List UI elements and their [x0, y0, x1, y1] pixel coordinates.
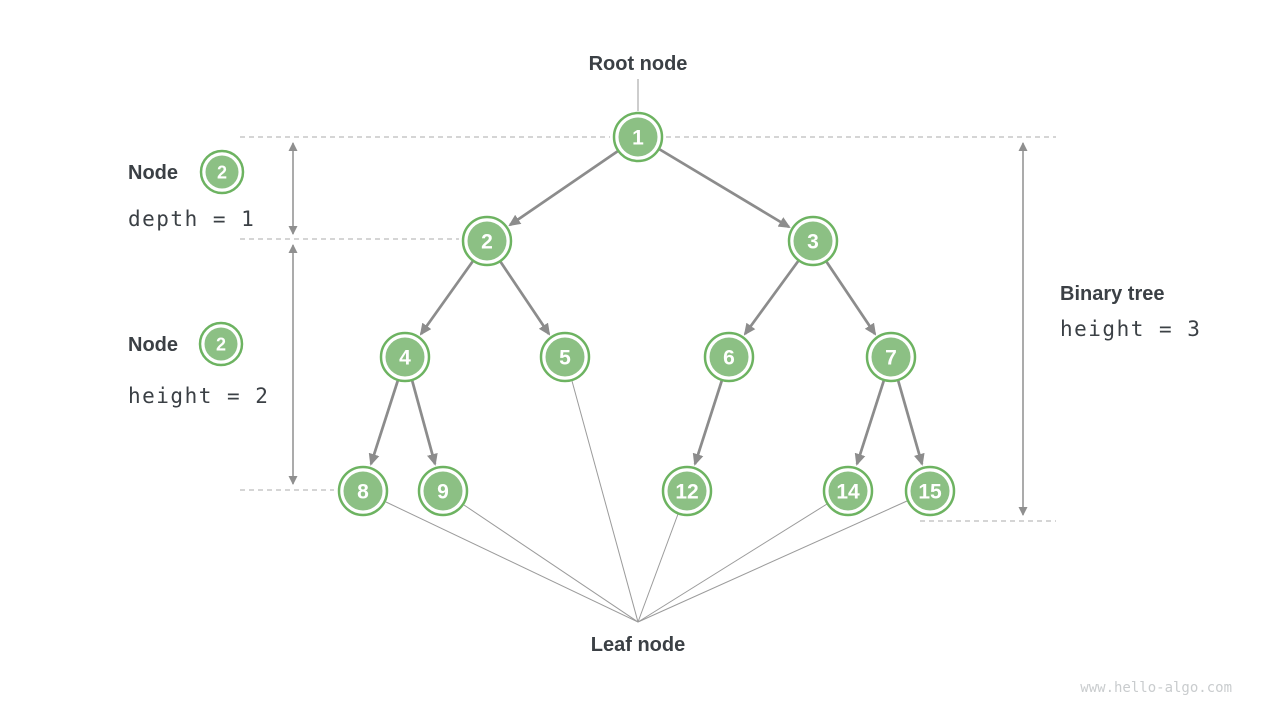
node-badge-circle-fill: [205, 155, 239, 189]
root-node-label: Root node: [589, 53, 688, 75]
edge-1-2: [508, 149, 619, 227]
node-value: 15: [918, 481, 942, 504]
edge-1-3: [658, 147, 791, 229]
leaf-pointer-line-8: [385, 501, 639, 623]
node-value: 7: [885, 347, 897, 370]
node-circle-fill: [545, 337, 585, 377]
leaf-pointer-line-9: [463, 504, 639, 623]
depth-metric: depth = 1: [128, 207, 255, 231]
edge-3-7: [824, 260, 877, 336]
annotation-tree-height: Binary tree height = 3: [1060, 283, 1201, 341]
edge-3-6: [743, 259, 801, 336]
node-circle-fill: [910, 471, 950, 511]
node-circle-fill: [709, 337, 749, 377]
node-value: 4: [399, 347, 411, 370]
node-value: 2: [481, 231, 493, 254]
edge-2-4: [419, 260, 475, 336]
tree-node-14: 14: [822, 465, 874, 517]
tree-node-1: 1: [612, 111, 664, 163]
edge-4-9: [410, 379, 438, 466]
tree-node-7: 7: [865, 331, 917, 383]
leaf-pointer-line-14: [637, 503, 828, 623]
node-circle-fill: [423, 471, 463, 511]
edge-7-14: [854, 379, 886, 466]
node-value: 3: [807, 231, 819, 254]
watermark-text: www.hello-algo.com: [1080, 680, 1232, 696]
node-value: 8: [357, 481, 369, 504]
tree-node-5: 5: [539, 331, 591, 383]
node-circle-fill: [467, 221, 507, 261]
node-circle-fill: [793, 221, 833, 261]
tree-node-12: 12: [661, 465, 713, 517]
tree-node-2: 2: [461, 215, 513, 267]
node-badge-value: 2: [216, 335, 226, 355]
edge-2-5: [498, 260, 551, 336]
tree-node-4: 4: [379, 331, 431, 383]
node-label: Node: [128, 334, 178, 356]
node-value: 5: [559, 347, 571, 370]
edge-7-15: [896, 379, 925, 466]
leaf-pointer-line-12: [637, 513, 679, 623]
annotation-node-depth: Node 2 depth = 1: [128, 149, 255, 231]
leaf-node-label: Leaf node: [591, 634, 685, 656]
node-value: 6: [723, 347, 735, 370]
leaf-pointer-line-5: [571, 380, 639, 623]
node-circle-fill: [871, 337, 911, 377]
node-circle-fill: [667, 471, 707, 511]
tree-height-metric: height = 3: [1060, 317, 1201, 341]
node-value: 12: [675, 481, 698, 504]
node-label: Node: [128, 162, 178, 184]
node-circle-fill: [618, 117, 658, 157]
node-height-metric: height = 2: [128, 384, 269, 408]
tree-node-6: 6: [703, 331, 755, 383]
tree-node-3: 3: [787, 215, 839, 267]
tree-node-9: 9: [417, 465, 469, 517]
node-badge-value: 2: [217, 163, 227, 183]
tree-node-8: 8: [337, 465, 389, 517]
binary-tree-label: Binary tree: [1060, 283, 1165, 305]
node-circle-fill: [385, 337, 425, 377]
tree-node-15: 15: [904, 465, 956, 517]
node-badge-circle-fill: [204, 327, 238, 361]
node-circle-fill: [828, 471, 868, 511]
leaf-pointer-line-15: [637, 500, 908, 623]
node-value: 14: [836, 481, 860, 504]
node-value: 1: [632, 127, 644, 150]
node-circle-fill: [343, 471, 383, 511]
edge-4-8: [368, 379, 400, 466]
node-value: 9: [437, 481, 449, 504]
annotation-node-height: Node 2 height = 2: [128, 321, 269, 408]
edge-6-12: [692, 379, 724, 466]
